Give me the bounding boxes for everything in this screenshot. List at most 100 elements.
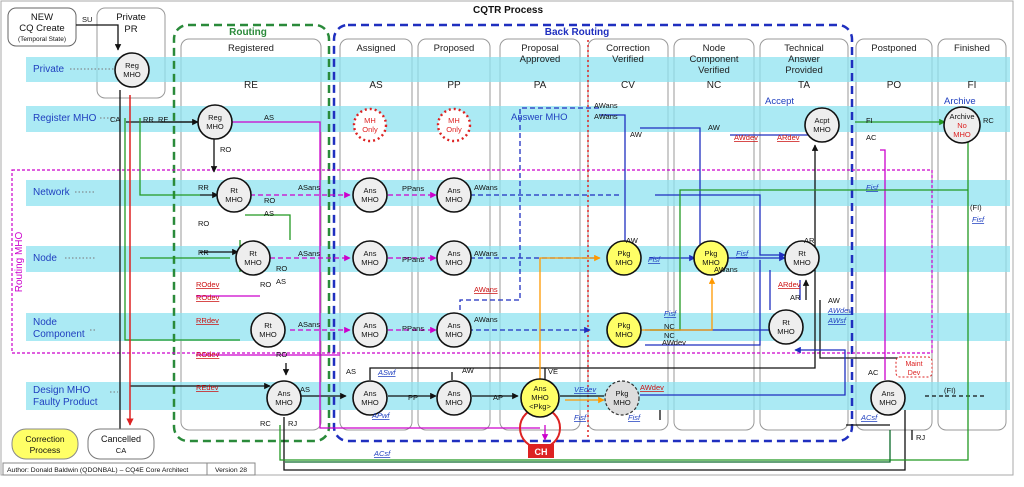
routing-mho-group-border xyxy=(11,169,933,354)
node-pkg-cv-des: Pkg MHO xyxy=(604,380,640,416)
node-acpt: Acpt MHO xyxy=(804,107,840,143)
label-ro3: RO xyxy=(276,264,287,273)
col-head-po: Postponed xyxy=(871,43,916,54)
label-rr2: RR xyxy=(198,183,209,192)
svg-text:MHO: MHO xyxy=(615,258,633,267)
svg-text:MHO: MHO xyxy=(445,398,463,407)
label-rodev2: ROdev xyxy=(196,293,220,302)
col-head-fi: Finished xyxy=(954,43,990,54)
svg-text:MHO: MHO xyxy=(225,195,243,204)
svg-text:Rt: Rt xyxy=(249,249,257,258)
label-rr: RR xyxy=(143,115,154,124)
edge-green-bottom xyxy=(285,430,891,463)
label-ca: CA xyxy=(110,115,120,124)
label-rodev1: ROdev xyxy=(196,280,220,289)
node-ans-as-comp: Ans MHO xyxy=(352,312,388,348)
lane-label-private: Private xyxy=(33,64,65,75)
archive-group-label: Archive xyxy=(944,96,976,107)
edge-ac xyxy=(880,149,886,380)
svg-text:MHO: MHO xyxy=(361,330,379,339)
svg-text:MHO: MHO xyxy=(275,398,293,407)
svg-text:MHO: MHO xyxy=(777,327,795,336)
svg-text:MHO: MHO xyxy=(123,70,141,79)
node-ans-as-des: Ans MHO xyxy=(352,380,388,416)
routing-group-label: Routing xyxy=(229,27,267,38)
node-mh-pp: MH Only xyxy=(436,107,472,143)
lane-label-component-1: Node xyxy=(33,317,57,328)
ch-badge xyxy=(528,444,554,458)
col-code-re: RE xyxy=(244,80,258,91)
node-rt-net: Rt MHO xyxy=(216,177,252,213)
column-box-cv xyxy=(587,38,669,431)
label-ardev2: ARdev xyxy=(778,280,801,289)
svg-text:Only: Only xyxy=(446,125,462,134)
label-nc: NC xyxy=(664,322,675,331)
label-rodev3: ROdev xyxy=(196,350,220,359)
svg-text:MHO: MHO xyxy=(613,398,631,407)
svg-text:MHO: MHO xyxy=(206,122,224,131)
svg-text:Rt: Rt xyxy=(264,321,272,330)
label-ro-net: RO xyxy=(198,219,209,228)
cancelled-box xyxy=(87,428,155,460)
maint-dev-line2: Dev xyxy=(908,370,921,377)
svg-text:Rt: Rt xyxy=(230,186,238,195)
col-head-ta-1: Technical xyxy=(784,43,824,54)
col-code-cv: CV xyxy=(621,80,635,91)
svg-text:Ans: Ans xyxy=(448,249,461,258)
col-head-pa-1: Proposal xyxy=(521,43,559,54)
svg-text:Ans: Ans xyxy=(364,389,377,398)
node-rt-ta-node: Rt MHO xyxy=(784,240,820,276)
node-ans-as-net: Ans MHO xyxy=(352,177,388,213)
column-box-nc xyxy=(673,38,755,431)
svg-text:Ans: Ans xyxy=(534,384,547,393)
correction-process-line2: Process xyxy=(30,445,61,455)
label-rc: RC xyxy=(983,116,994,125)
svg-text:MHO: MHO xyxy=(813,125,831,134)
footer: Correction Process Cancelled CA Author: … xyxy=(2,428,256,476)
svg-text:MHO: MHO xyxy=(702,258,720,267)
edge-rc-rj xyxy=(283,410,906,471)
col-head-ta-3: Provided xyxy=(785,65,823,76)
column-box-pp xyxy=(417,38,491,431)
label-aw2: AW xyxy=(630,130,643,139)
svg-text:Pkg: Pkg xyxy=(618,249,631,258)
label-as-net: AS xyxy=(264,209,274,218)
col-head-cv-1: Correction xyxy=(606,43,650,54)
edge-awans-top xyxy=(600,114,626,250)
label-ac: AC xyxy=(866,133,877,142)
cancelled-label: Cancelled xyxy=(101,434,141,444)
label-fisf-pa: Fisf xyxy=(574,413,587,422)
svg-text:Archive: Archive xyxy=(949,112,974,121)
edge-green-net xyxy=(139,118,200,196)
label-aw4: AW xyxy=(626,236,639,245)
col-head-ta-2: Answer xyxy=(788,54,820,65)
node-rt-comp: Rt MHO xyxy=(250,312,286,348)
column-headers: Registered RE Assigned AS Proposed PP Pr… xyxy=(228,43,990,91)
private-pr-code: PR xyxy=(124,24,137,35)
label-as2: AS xyxy=(276,277,286,286)
label-fisf-cvnode: Fisf xyxy=(648,255,661,264)
label-asans1: ASans xyxy=(298,183,320,192)
label-awsf: AWsf xyxy=(827,316,847,325)
label-aw5: AW xyxy=(828,296,841,305)
edge-aw-cv xyxy=(640,127,701,250)
private-pr-title: Private xyxy=(116,12,146,23)
node-reg-pr: Reg MHO xyxy=(114,52,150,88)
svg-text:MHO: MHO xyxy=(445,195,463,204)
edge-ta-po xyxy=(819,300,900,359)
edge-labels: CA RR RE AS RO RR RO RO RR RO AS AS RO R… xyxy=(110,101,994,458)
node-pkg-cv-node: Pkg MHO xyxy=(606,240,642,276)
edge-awans-up xyxy=(459,107,600,310)
label-ro4: RO xyxy=(260,280,271,289)
label-redev: REdev xyxy=(196,383,219,392)
label-aswf: ASwf xyxy=(377,368,396,377)
svg-text:Pkg: Pkg xyxy=(618,321,631,330)
ch-badge-text: CH xyxy=(535,447,548,457)
svg-text:MHO: MHO xyxy=(361,398,379,407)
label-asans2: ASans xyxy=(298,249,320,258)
label-pp: PP xyxy=(408,393,418,402)
svg-text:MHO: MHO xyxy=(445,330,463,339)
svg-text:Reg: Reg xyxy=(125,61,139,70)
col-code-pa: PA xyxy=(534,80,547,91)
label-ve: VE xyxy=(548,367,558,376)
